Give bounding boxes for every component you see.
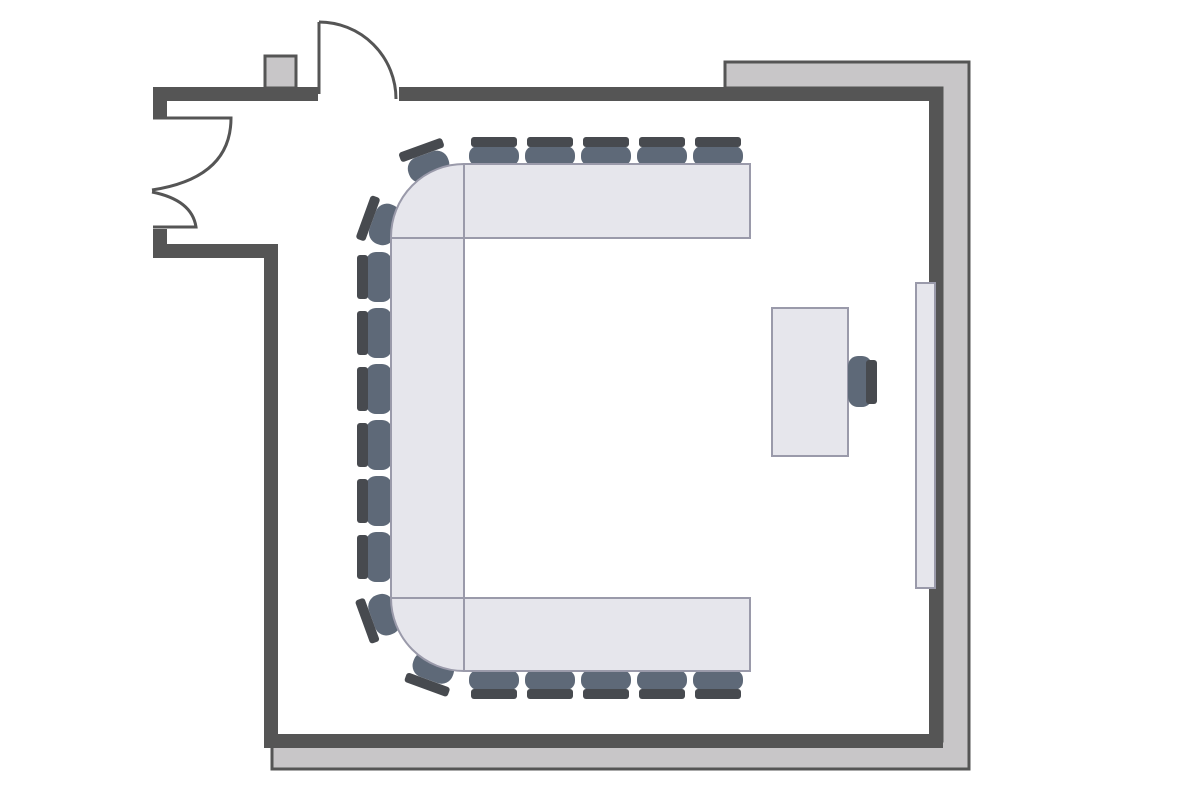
- chair-back: [866, 360, 877, 404]
- chair-back: [583, 137, 629, 147]
- chair-seat: [366, 252, 392, 302]
- chair-back: [695, 137, 741, 147]
- chair[interactable]: [581, 137, 631, 166]
- chair-seat: [469, 146, 519, 166]
- top-row-chairs: [469, 137, 743, 166]
- chair[interactable]: [357, 308, 392, 358]
- chair-back: [639, 689, 685, 699]
- chair-seat: [693, 146, 743, 166]
- main-wall-outline: [153, 87, 943, 748]
- chair[interactable]: [357, 532, 392, 582]
- room-walls: [153, 87, 943, 748]
- chair-seat: [525, 670, 575, 690]
- chair[interactable]: [581, 670, 631, 699]
- chair[interactable]: [637, 137, 687, 166]
- table-top-arm: [463, 163, 751, 239]
- chair-back: [357, 367, 368, 411]
- chair-seat: [581, 146, 631, 166]
- chair[interactable]: [469, 670, 519, 699]
- chair-back: [639, 137, 685, 147]
- double-door-lower-leaf: [151, 190, 198, 229]
- chair-seat: [366, 364, 392, 414]
- chair[interactable]: [357, 252, 392, 302]
- chair[interactable]: [693, 137, 743, 166]
- chair-back: [527, 137, 573, 147]
- chair-back: [471, 137, 517, 147]
- chair-back: [583, 689, 629, 699]
- u-shape-conference-table: [389, 162, 751, 673]
- chair[interactable]: [469, 137, 519, 166]
- chair-back: [357, 423, 368, 467]
- chair-seat: [581, 670, 631, 690]
- chair-seat: [366, 420, 392, 470]
- chair[interactable]: [525, 137, 575, 166]
- chair-seat: [366, 532, 392, 582]
- table-left-side: [390, 237, 465, 599]
- chair-back: [527, 689, 573, 699]
- bottom-row-chairs: [469, 670, 743, 699]
- chair[interactable]: [357, 364, 392, 414]
- presenter-desk: [771, 307, 849, 457]
- chair-back: [356, 195, 380, 241]
- table-bottom-left-corner: [389, 597, 465, 673]
- chair-seat: [693, 670, 743, 690]
- chair[interactable]: [693, 670, 743, 699]
- chair[interactable]: [637, 670, 687, 699]
- left-column-chairs: [357, 252, 392, 582]
- chair-back: [355, 598, 380, 644]
- chair-seat: [469, 670, 519, 690]
- table-bottom-arm: [463, 597, 751, 672]
- chair-seat: [366, 476, 392, 526]
- chair-back: [399, 138, 444, 162]
- chair-seat: [637, 146, 687, 166]
- chair-back: [404, 672, 450, 697]
- chair-back: [695, 689, 741, 699]
- entrance-door[interactable]: [317, 20, 398, 100]
- entrance-door-swing-arc: [318, 20, 398, 100]
- chair-back: [357, 311, 368, 355]
- chair-back: [357, 479, 368, 523]
- chair-back: [471, 689, 517, 699]
- top-left-wall-segment: [153, 87, 318, 118]
- chair-seat: [366, 308, 392, 358]
- presentation-screen: [915, 282, 936, 589]
- chair-seat: [525, 146, 575, 166]
- chair-seat: [637, 670, 687, 690]
- wall-fixture: [263, 54, 298, 90]
- chair[interactable]: [525, 670, 575, 699]
- table-top-left-corner: [390, 162, 465, 239]
- double-door[interactable]: [151, 116, 233, 229]
- double-door-upper-leaf: [151, 116, 233, 192]
- chair-back: [357, 535, 368, 579]
- chair[interactable]: [357, 476, 392, 526]
- presenter-chair[interactable]: [848, 356, 877, 407]
- chair[interactable]: [357, 420, 392, 470]
- chair-back: [357, 255, 368, 299]
